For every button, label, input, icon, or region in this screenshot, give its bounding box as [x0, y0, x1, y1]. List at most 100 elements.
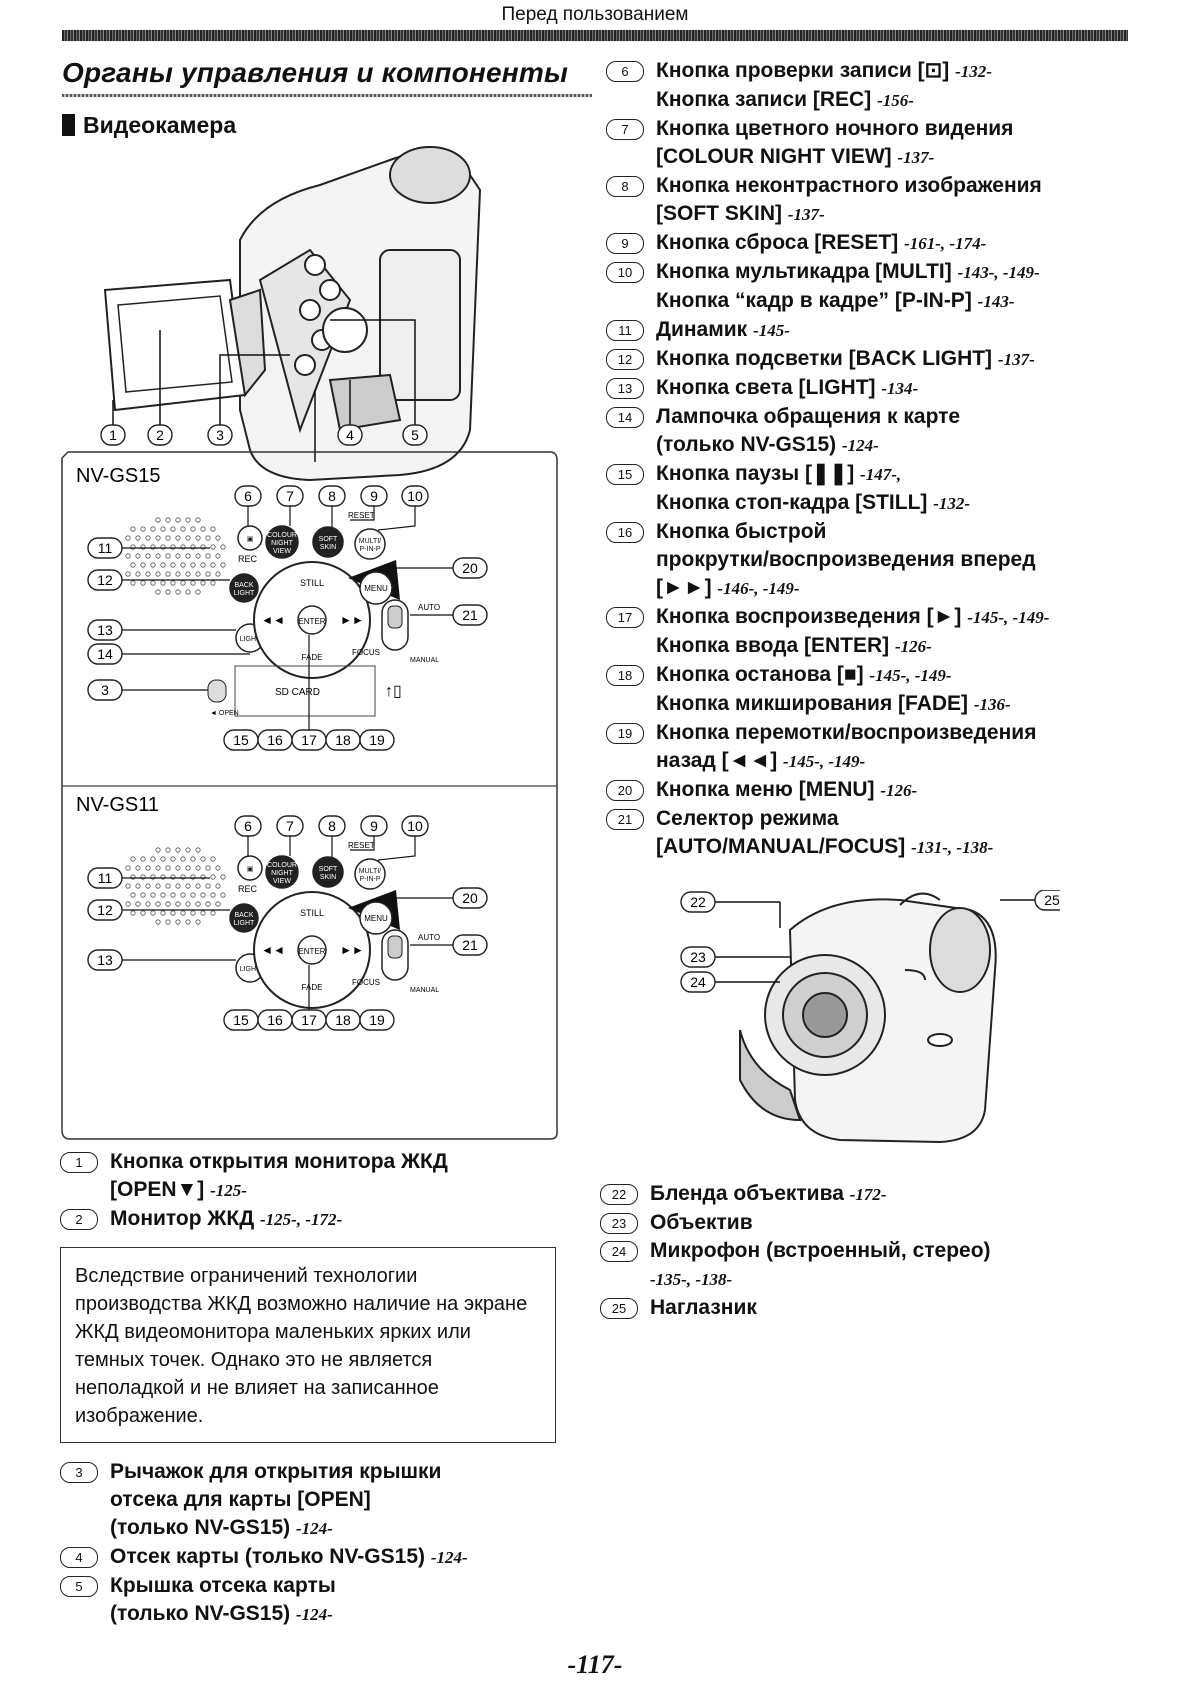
legend-line: Кнопка цветного ночного видения	[656, 115, 1146, 143]
page-header: Перед пользованием	[501, 4, 689, 25]
page-reference: -131-, -138-	[911, 838, 994, 857]
legend-number: 20	[606, 780, 644, 801]
legend-text: Кнопка цветного ночного видения	[656, 117, 1014, 140]
panel-bottom-num-19-text: 19	[369, 732, 385, 748]
front-num-24: 24	[680, 971, 716, 993]
legend-line: Кнопка микширования [FADE] -136-	[656, 690, 1146, 719]
panel-bottom-num-19-text: 19	[369, 1012, 385, 1028]
svg-text:BACK: BACK	[234, 582, 253, 589]
panel-num-8-text: 8	[328, 818, 336, 834]
svg-text:LIGHT: LIGHT	[234, 920, 255, 927]
rec-label: REC	[238, 554, 258, 564]
header-bar	[62, 30, 1128, 41]
page-reference: -137-	[787, 205, 825, 224]
svg-text:FADE: FADE	[302, 653, 323, 662]
panel-left-num-12-text: 12	[97, 902, 113, 918]
legend-text: Кнопка мультикадра [MULTI]	[656, 260, 952, 283]
svg-text:SOFT: SOFT	[319, 536, 338, 543]
svg-text:LIGHT: LIGHT	[240, 636, 261, 643]
panel-num-9-text: 9	[370, 818, 378, 834]
legend-number: 7	[606, 119, 644, 140]
legend-text: Селектор режима	[656, 807, 839, 830]
legend-line: Кнопка подсветки [BACK LIGHT] -137-	[656, 345, 1146, 374]
panel-num-20-text: 20	[462, 890, 478, 906]
legend-text: Кнопка останова [■]	[656, 663, 864, 686]
legend-text: назад [◄◄]	[656, 749, 778, 772]
panel-bottom-num-17-text: 17	[301, 1012, 317, 1028]
legend-text: Монитор ЖКД	[110, 1207, 255, 1230]
menu-button: MENU	[348, 560, 400, 605]
svg-text:MULTI/: MULTI/	[359, 538, 381, 545]
panel-num-6-text: 6	[244, 818, 252, 834]
legend-line: Кнопка останова [■] -145-, -149-	[656, 661, 1146, 690]
panel-num-6: 6	[234, 815, 262, 837]
legend-number: 12	[606, 349, 644, 370]
panel-num-8: 8	[318, 815, 346, 837]
svg-text:VIEW: VIEW	[273, 548, 291, 555]
panel-bottom-num-18-text: 18	[335, 732, 351, 748]
multi-button: MULTI/P-IN-P	[354, 528, 386, 560]
page-reference: -136-	[973, 695, 1011, 714]
page-reference: -134-	[881, 379, 919, 398]
record-check-button: ▣	[237, 525, 263, 551]
legend-line: -135-, -138-	[650, 1265, 1140, 1294]
svg-text:P-IN-P: P-IN-P	[360, 546, 381, 553]
legend-text: Кнопка записи [REC]	[656, 88, 872, 111]
panel-bottom-num-17: 17	[291, 1009, 327, 1031]
panel-left-num-13: 13	[87, 949, 123, 971]
panel-left-num-11: 11	[87, 867, 123, 889]
legend-text: Кнопка неконтрастного изображения	[656, 174, 1042, 197]
page-reference: -156-	[877, 91, 914, 110]
svg-text:STILL: STILL	[300, 578, 324, 588]
legend-text: Кнопка “кадр в кадре” [P-IN-P]	[656, 289, 972, 312]
legend-text: Кнопка быстрой	[656, 520, 827, 543]
multi-button: MULTI/P-IN-P	[354, 858, 386, 890]
legend-text: Кнопка ввода [ENTER]	[656, 634, 890, 657]
svg-text:COLOUR: COLOUR	[267, 532, 297, 539]
legend-line: [COLOUR NIGHT VIEW] -137-	[656, 143, 1146, 172]
svg-text:SOFT: SOFT	[319, 866, 338, 873]
svg-text:LIGHT: LIGHT	[240, 966, 261, 973]
panel-num-21-text: 21	[462, 937, 478, 953]
panel-num-9: 9	[360, 815, 388, 837]
page-reference: -124-	[296, 1519, 333, 1538]
legend-text: Бленда объектива	[650, 1182, 844, 1205]
svg-text:FADE: FADE	[302, 983, 323, 992]
panel-num-7-text: 7	[286, 818, 294, 834]
lcd-note-box: Вследствие ограничений технологии произв…	[60, 1247, 556, 1443]
legend-line: Лампочка обращения к карте	[656, 403, 1146, 431]
panel-num-9-text: 9	[370, 488, 378, 504]
svg-text:P-IN-P: P-IN-P	[360, 876, 381, 883]
page-reference: -146-, -149-	[717, 579, 800, 598]
svg-text:ENTER: ENTER	[298, 947, 325, 956]
front-num-23: 23	[680, 946, 716, 968]
legend-line: прокрутки/воспроизведения вперед	[656, 546, 1146, 574]
page-reference: -125-	[210, 1181, 247, 1200]
legend-number: 22	[600, 1184, 638, 1205]
legend-number: 19	[606, 723, 644, 744]
legend-text: Кнопка проверки записи [⊡]	[656, 59, 950, 82]
record-check-button: ▣	[237, 855, 263, 881]
legend-number: 10	[606, 262, 644, 283]
legend-number: 4	[60, 1547, 98, 1568]
svg-text:ENTER: ENTER	[298, 617, 325, 626]
panel-bottom-num-15-text: 15	[233, 732, 249, 748]
front-num-23-text: 23	[690, 949, 706, 965]
panel-num-7: 7	[276, 485, 304, 507]
callout-4-text: 4	[346, 427, 354, 443]
legend-line: Кнопка “кадр в кадре” [P-IN-P] -143-	[656, 287, 1146, 316]
